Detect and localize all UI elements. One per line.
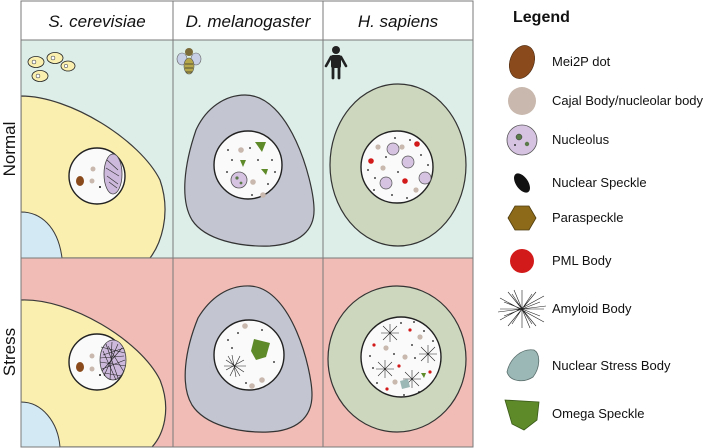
human-stress-cell xyxy=(327,285,467,433)
omega-speckle-icon xyxy=(504,399,540,431)
fly-icon xyxy=(176,48,202,75)
paraspeckle-icon xyxy=(507,205,537,231)
nucleolus-icon xyxy=(506,124,538,156)
legend-label-amyloid-body: Amyloid Body xyxy=(552,301,632,316)
legend-label-nuclear-stress-body: Nuclear Stress Body xyxy=(552,358,671,373)
nuclear-stress-body-icon xyxy=(506,349,540,382)
cajal-body-icon xyxy=(508,87,536,115)
legend-label-omega-speckle: Omega Speckle xyxy=(552,406,645,421)
pml-body-icon xyxy=(510,249,534,273)
human-icon xyxy=(324,46,348,80)
legend-label-cajal-body: Cajal Body/nucleolar body xyxy=(552,93,704,108)
yeast-stress-cell xyxy=(21,299,167,447)
legend-label-mei2p-dot: Mei2P dot xyxy=(552,54,611,69)
legend-label-nuclear-speckle: Nuclear Speckle xyxy=(552,175,647,190)
grid-lines xyxy=(20,0,474,448)
column-header-fly: D. melanogaster xyxy=(186,12,312,31)
row-header-normal: Normal xyxy=(0,122,19,177)
yeast-normal-cell xyxy=(21,95,166,258)
yeast-icon xyxy=(27,52,76,82)
legend: Legend Mei2P dot Cajal Body/nucleolar bo… xyxy=(497,9,704,431)
row-header-stress: Stress xyxy=(0,328,19,376)
fly-stress-cell xyxy=(184,285,313,433)
human-normal-cell xyxy=(329,83,467,247)
legend-label-paraspeckle: Paraspeckle xyxy=(552,210,624,225)
legend-label-nucleolus: Nucleolus xyxy=(552,132,610,147)
nuclear-speckle-icon xyxy=(514,173,530,193)
column-header-yeast: S. cerevisiae xyxy=(48,12,145,31)
fly-normal-cell xyxy=(184,94,315,247)
legend-label-pml-body: PML Body xyxy=(552,253,612,268)
column-header-human: H. sapiens xyxy=(358,12,439,31)
legend-title: Legend xyxy=(513,9,570,26)
amyloid-body-icon xyxy=(497,289,547,329)
mei2p-dot-icon xyxy=(509,45,535,79)
